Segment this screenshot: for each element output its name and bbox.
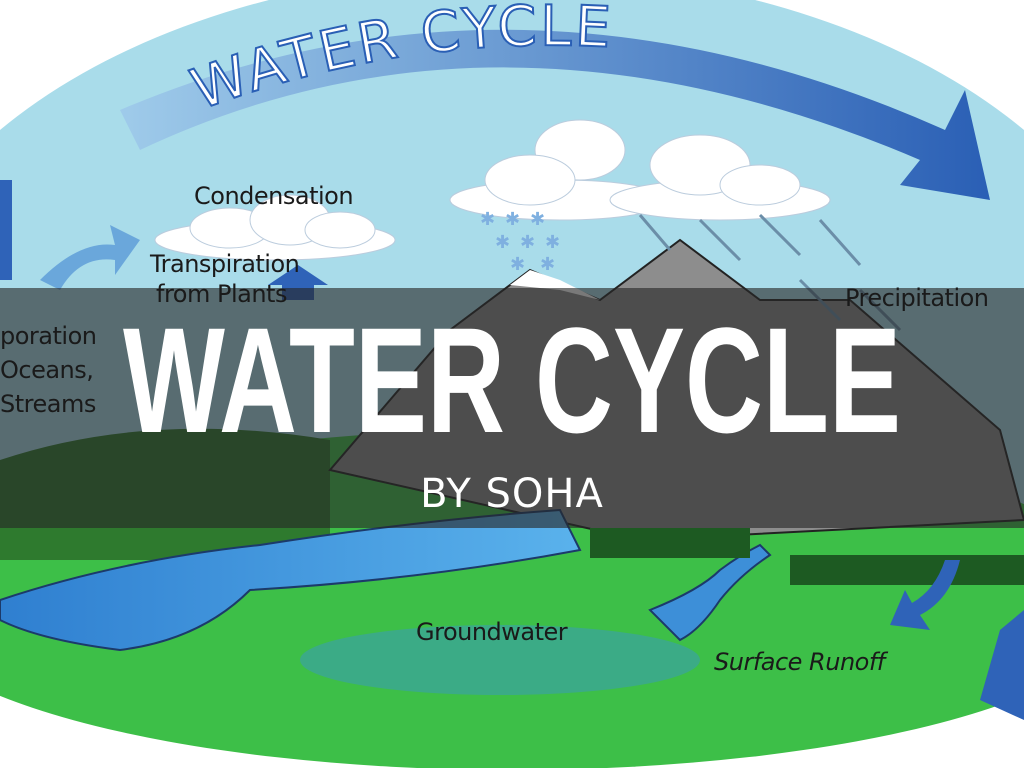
label-transpiration: Transpiration	[150, 250, 300, 278]
svg-text:✱: ✱	[520, 232, 535, 253]
slide-subtitle: BY SOHA	[420, 471, 604, 517]
label-surface-runoff: Surface Runoff	[714, 648, 885, 676]
label-transpiration-2: from Plants	[156, 280, 287, 308]
left-arrow	[0, 180, 12, 280]
label-precipitation: Precipitation	[845, 284, 989, 312]
arc-title: WATER CYCLE	[182, 0, 615, 124]
svg-text:✱: ✱	[545, 232, 560, 253]
lake	[0, 508, 582, 652]
label-groundwater: Groundwater	[416, 618, 568, 646]
label-evaporation-2: Oceans,	[0, 356, 94, 384]
cloud-condensation	[154, 194, 396, 261]
runoff-arrow	[890, 560, 960, 630]
svg-text:✱: ✱	[510, 254, 525, 275]
svg-text:✱: ✱	[530, 209, 545, 230]
label-condensation: Condensation	[194, 182, 354, 210]
svg-text:✱: ✱	[480, 209, 495, 230]
svg-text:✱: ✱	[505, 209, 520, 230]
label-evaporation: poration	[0, 322, 97, 350]
svg-text:✱: ✱	[540, 254, 555, 275]
svg-text:✱: ✱	[495, 232, 510, 253]
right-bottom-arrow	[980, 610, 1024, 720]
arc-title-text: WATER CYCLE	[182, 0, 613, 124]
evaporation-arrow	[40, 225, 140, 290]
snowflakes: ✱✱✱✱✱✱✱✱	[480, 209, 560, 275]
title-overlay-band	[0, 288, 1024, 528]
svg-text:WATER CYCLE: WATER CYCLE	[183, 0, 615, 123]
cloud-precipitation	[449, 119, 831, 221]
river	[648, 543, 772, 642]
trees	[590, 528, 1024, 585]
slide-title: WATER CYCLE	[123, 296, 901, 464]
groundwater-area	[300, 625, 700, 695]
arc-arrow	[120, 29, 990, 200]
label-evaporation-3: Streams	[0, 390, 96, 418]
